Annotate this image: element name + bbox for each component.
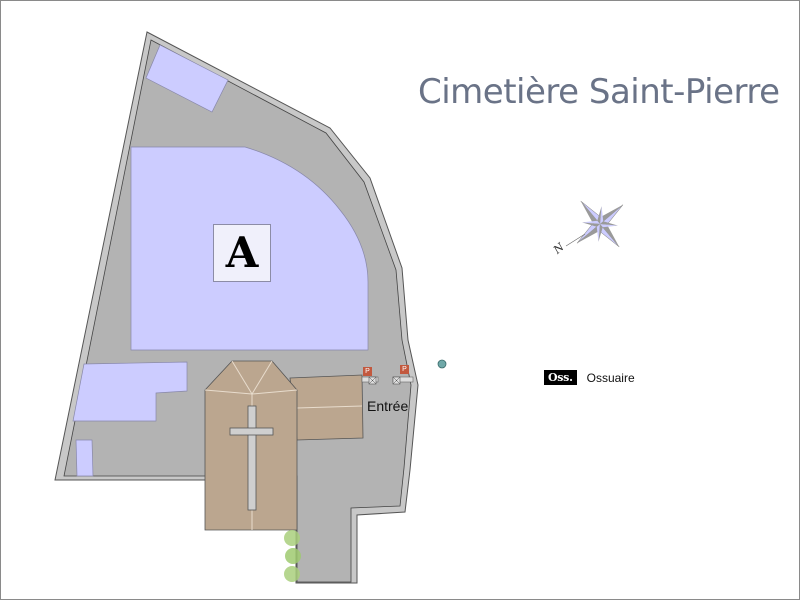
sector-letter: A	[225, 228, 259, 277]
parking-icon[interactable]: P	[363, 367, 372, 376]
shrubs	[284, 530, 301, 582]
ossuary-badge-icon: Oss.	[544, 370, 577, 385]
legend: Oss. Ossuaire	[544, 370, 635, 385]
sector-label-box[interactable]: A	[213, 224, 271, 282]
plot-left-stepped	[72, 361, 188, 422]
entrance-label: Entrée	[367, 398, 409, 414]
legend-ossuary-label: Ossuaire	[586, 370, 635, 385]
plot-top-left	[145, 44, 229, 113]
gate-left	[361, 376, 379, 385]
page-title: Cimetière Saint-Pierre	[418, 72, 780, 112]
plot-bottom-left	[75, 439, 94, 477]
globe-icon	[437, 359, 447, 369]
cross-icon	[229, 405, 274, 511]
compass-rose-icon	[576, 200, 624, 248]
gate-right	[392, 376, 414, 385]
parking-icon[interactable]: P	[400, 365, 409, 374]
